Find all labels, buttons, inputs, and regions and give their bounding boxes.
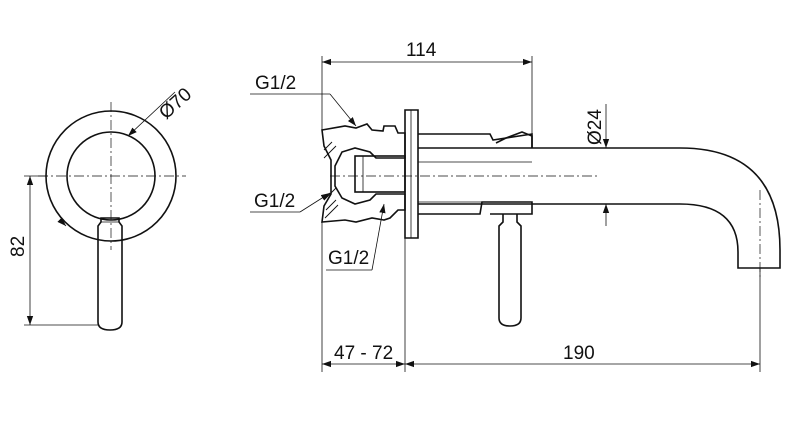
cartridge (354, 155, 406, 193)
wall-plate (404, 109, 419, 239)
dim-114-label: 114 (406, 40, 437, 61)
diameter-70-leader (127, 91, 176, 137)
diameter-70-label: Ø70 (155, 84, 196, 124)
spout-pipe (418, 147, 781, 269)
dim-82-label: 82 (8, 236, 29, 257)
dim-82-tick (57, 217, 67, 227)
thread-top-label: G1/2 (255, 73, 296, 94)
body-hatch (323, 141, 339, 219)
dim-190-label: 190 (563, 343, 595, 364)
dim-24-label: Ø24 (585, 109, 606, 145)
thread-bottom-leader (371, 203, 386, 271)
front-view: Ø70 82 (8, 84, 196, 331)
mixer-body (321, 123, 406, 223)
thread-bottom-label: G1/2 (328, 248, 369, 269)
handle-lever (97, 217, 123, 331)
side-handle (498, 214, 522, 327)
thread-top-leader (329, 93, 357, 127)
thread-middle-leader (299, 192, 331, 213)
side-view: 114 Ø24 G1/2 G1/2 G1/2 47 - 72 190 (250, 40, 781, 372)
dim-47-72-label: 47 - 72 (334, 343, 393, 364)
thread-middle-label: G1/2 (254, 191, 295, 212)
lever-socket (495, 131, 533, 148)
